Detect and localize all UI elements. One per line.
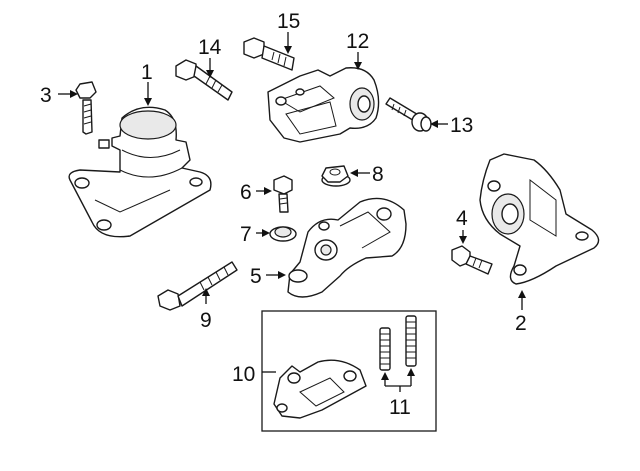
callout-9: 9 — [200, 309, 212, 332]
callout-15: 15 — [277, 10, 300, 33]
part-11-stud-right[interactable] — [405, 315, 417, 367]
callout-3: 3 — [40, 84, 52, 107]
callout-8: 8 — [372, 163, 384, 186]
part-5-lower-bracket[interactable] — [287, 197, 407, 298]
part-15-bolt[interactable] — [243, 37, 295, 71]
part-13-bolt[interactable] — [385, 97, 432, 132]
part-8-nut[interactable] — [321, 165, 351, 187]
callout-10: 10 — [232, 363, 255, 386]
part-12-upper-mount-bracket[interactable] — [267, 67, 380, 143]
part-4-bolt[interactable] — [451, 245, 493, 275]
kit-box — [261, 310, 437, 432]
part-11-stud-left[interactable] — [379, 327, 391, 371]
part-2-transmission-mount[interactable] — [479, 153, 600, 285]
callout-11: 11 — [389, 396, 411, 419]
part-10-bracket-kit[interactable] — [273, 359, 367, 419]
callout-4: 4 — [456, 207, 468, 230]
leader-lines — [58, 32, 526, 392]
callout-1: 1 — [141, 61, 153, 84]
part-3-bolt[interactable] — [75, 81, 97, 135]
part-9-bolt[interactable] — [157, 261, 238, 311]
callout-13: 13 — [450, 114, 473, 137]
callout-7: 7 — [240, 223, 252, 246]
part-14-bolt[interactable] — [175, 59, 233, 101]
part-6-bolt[interactable] — [273, 175, 293, 213]
part-1-engine-mount[interactable] — [68, 106, 212, 238]
callout-12: 12 — [346, 30, 369, 53]
callout-2: 2 — [515, 312, 527, 335]
part-7-washer[interactable] — [269, 226, 297, 242]
callout-14: 14 — [198, 36, 222, 59]
callout-labels: 1 2 3 4 5 6 7 8 9 10 11 12 13 14 15 — [40, 10, 527, 419]
callout-5: 5 — [250, 265, 262, 288]
callout-6: 6 — [240, 181, 252, 204]
